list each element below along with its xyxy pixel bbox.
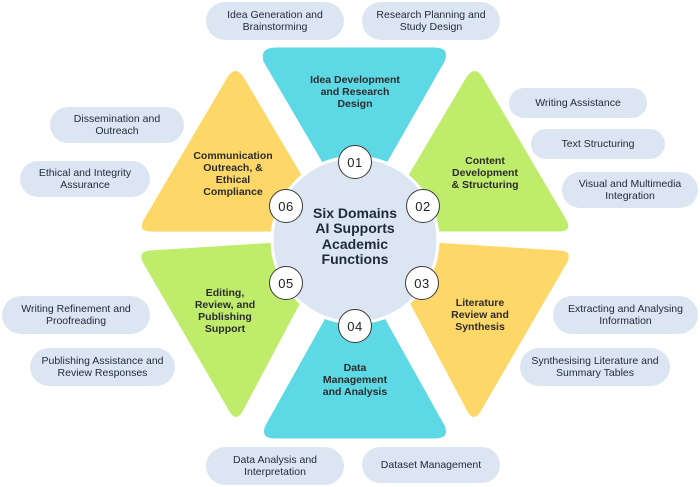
number-badge-06: 06 xyxy=(269,189,303,223)
segment-06-label: Communication Outreach, & Ethical Compli… xyxy=(193,150,273,199)
number-badge-02: 02 xyxy=(406,189,440,223)
pill-publishing-assistance: Publishing Assistance and Review Respons… xyxy=(30,348,175,386)
pill-data-analysis: Data Analysis and Interpretation xyxy=(206,447,344,485)
pill-research-planning: Research Planning and Study Design xyxy=(362,2,500,40)
pill-idea-generation: Idea Generation and Brainstorming xyxy=(206,2,344,40)
segment-02-label: Content Development & Structuring xyxy=(451,155,519,192)
pill-dissemination-outreach: Dissemination and Outreach xyxy=(50,107,184,143)
number-badge-03: 03 xyxy=(405,266,439,300)
number-badge-05: 05 xyxy=(269,266,303,300)
pill-writing-assistance: Writing Assistance xyxy=(509,88,647,118)
pill-text-structuring: Text Structuring xyxy=(531,129,665,159)
segment-05-label: Editing, Review, and Publishing Support xyxy=(194,287,256,336)
pill-synthesising-literature: Synthesising Literature and Summary Tabl… xyxy=(520,348,670,386)
pill-extracting-information: Extracting and Analysing Information xyxy=(553,296,698,334)
pill-writing-refinement: Writing Refinement and Proofreading xyxy=(2,296,150,334)
pill-ethical-integrity: Ethical and Integrity Assurance xyxy=(20,161,150,197)
pill-dataset-management: Dataset Management xyxy=(362,447,500,483)
segment-03-label: Literature Review and Synthesis xyxy=(451,297,509,334)
segment-01-label: Idea Development and Research Design xyxy=(310,74,400,111)
pill-visual-multimedia: Visual and Multimedia Integration xyxy=(562,172,698,208)
segment-04-label: Data Management and Analysis xyxy=(322,362,388,399)
number-badge-04: 04 xyxy=(338,309,372,343)
center-title: Six Domains AI Supports Academic Functio… xyxy=(312,205,398,268)
number-badge-01: 01 xyxy=(338,145,372,179)
